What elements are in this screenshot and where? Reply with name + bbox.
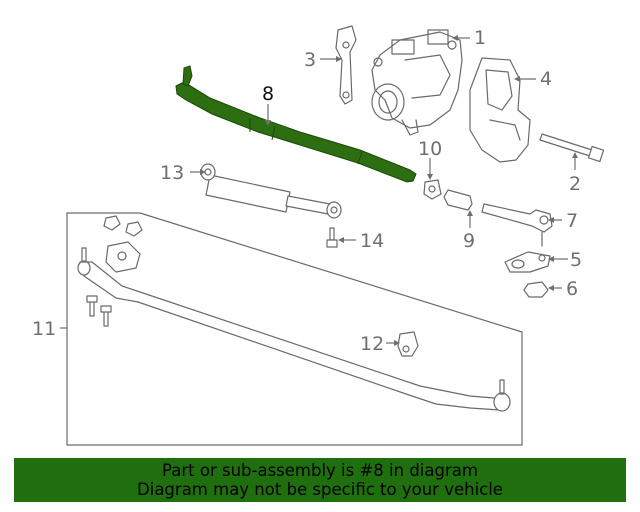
part-7-tie-rod-end	[481, 203, 553, 247]
part-2-bolt	[539, 133, 605, 163]
part-12-bumper	[397, 331, 419, 357]
part-1-steering-gear	[371, 29, 463, 136]
part-8-tie-rod	[175, 65, 417, 183]
part-5-plate	[504, 251, 551, 273]
banner-line-2: Diagram may not be specific to your vehi…	[137, 480, 503, 499]
parts-diagram: 1 2 3 4 5 6 7 8 9 10 11 12 13 14	[32, 25, 605, 446]
part-9-nut	[443, 189, 473, 211]
part-3-bracket	[335, 25, 357, 105]
part-info-banner: Part or sub-assembly is #8 in diagram Di…	[14, 458, 626, 502]
callout-11: 11	[32, 318, 56, 340]
callout-12: 12	[360, 333, 384, 355]
callout-8: 8	[262, 83, 274, 105]
part-4-shield	[469, 57, 531, 163]
callout-4: 4	[540, 68, 552, 90]
part-14-bolt	[326, 227, 338, 248]
callout-10: 10	[418, 138, 442, 160]
banner-line-1: Part or sub-assembly is #8 in diagram	[162, 461, 478, 480]
part-11-drag-link	[77, 215, 511, 412]
callout-1: 1	[474, 27, 486, 49]
part-13-damper	[200, 163, 342, 219]
callout-6: 6	[566, 278, 578, 300]
callout-9: 9	[463, 230, 475, 252]
callout-13: 13	[160, 162, 184, 184]
assembly-frame-11	[66, 212, 523, 446]
callout-14: 14	[360, 230, 384, 252]
callout-5: 5	[570, 249, 582, 271]
callout-2: 2	[569, 173, 581, 195]
callout-3: 3	[304, 49, 316, 71]
part-6-nut	[523, 281, 549, 298]
part-10-clamp	[423, 179, 442, 200]
leader-lines	[60, 35, 578, 346]
callout-7: 7	[566, 210, 578, 232]
